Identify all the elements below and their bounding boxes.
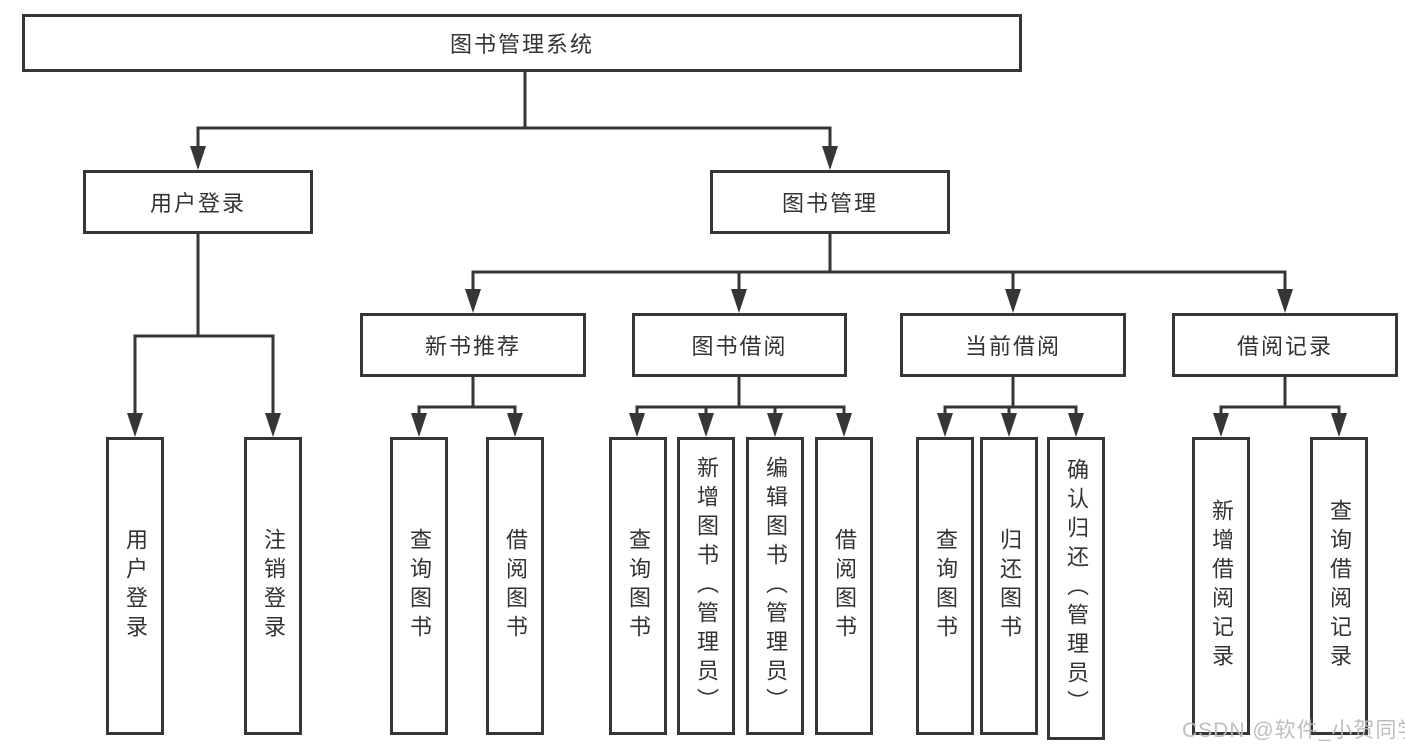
leaf-borrow-books-label: 借阅图书 [832,528,857,644]
leaf-query-books-current-label: 查询图书 [933,528,958,644]
leaf-borrow-books-recommend-label: 借阅图书 [503,528,528,644]
node-book-management-label: 图书管理 [781,191,878,216]
leaf-confirm-return-admin: 确认归还（管理员） [1047,437,1105,740]
node-borrow-record: 借阅记录 [1172,313,1398,377]
leaf-edit-books-admin: 编辑图书（管理员） [746,437,804,735]
leaf-borrow-books: 借阅图书 [815,437,873,735]
leaf-user-login: 用户登录 [106,437,164,735]
node-user-login-label: 用户登录 [149,191,246,216]
node-root: 图书管理系统 [22,14,1022,72]
leaf-user-login-label: 用户登录 [123,528,148,644]
leaf-query-borrow-record-label: 查询借阅记录 [1327,499,1352,673]
node-current-borrow: 当前借阅 [900,313,1126,377]
node-root-label: 图书管理系统 [449,32,594,57]
leaf-query-books-borrow-label: 查询图书 [626,528,651,644]
leaf-logout-label: 注销登录 [261,528,286,644]
node-book-borrow: 图书借阅 [632,313,847,377]
node-book-management: 图书管理 [710,170,950,234]
leaf-add-borrow-record: 新增借阅记录 [1192,437,1250,735]
leaf-return-books-label: 归还图书 [997,528,1022,644]
leaf-query-books-borrow: 查询图书 [609,437,667,735]
leaf-add-books-admin: 新增图书（管理员） [677,437,735,735]
node-new-book-recommend: 新书推荐 [360,313,586,377]
leaf-add-books-admin-label: 新增图书（管理员） [694,455,719,717]
leaf-return-books: 归还图书 [980,437,1038,735]
leaf-query-books-recommend-label: 查询图书 [407,528,432,644]
leaf-edit-books-admin-label: 编辑图书（管理员） [763,455,788,717]
csdn-watermark: CSDN @软件_小贺同学 [1182,719,1405,742]
leaf-query-books-current: 查询图书 [916,437,974,735]
leaf-confirm-return-admin-label: 确认归还（管理员） [1064,458,1089,719]
node-book-borrow-label: 图书借阅 [691,334,788,359]
leaf-borrow-books-recommend: 借阅图书 [486,437,544,735]
node-borrow-record-label: 借阅记录 [1236,334,1333,359]
node-current-borrow-label: 当前借阅 [964,334,1061,359]
leaf-query-borrow-record: 查询借阅记录 [1310,437,1368,735]
node-user-login: 用户登录 [83,170,313,234]
leaf-query-books-recommend: 查询图书 [390,437,448,735]
leaf-logout: 注销登录 [244,437,302,735]
leaf-add-borrow-record-label: 新增借阅记录 [1209,499,1234,673]
node-new-book-recommend-label: 新书推荐 [424,334,521,359]
